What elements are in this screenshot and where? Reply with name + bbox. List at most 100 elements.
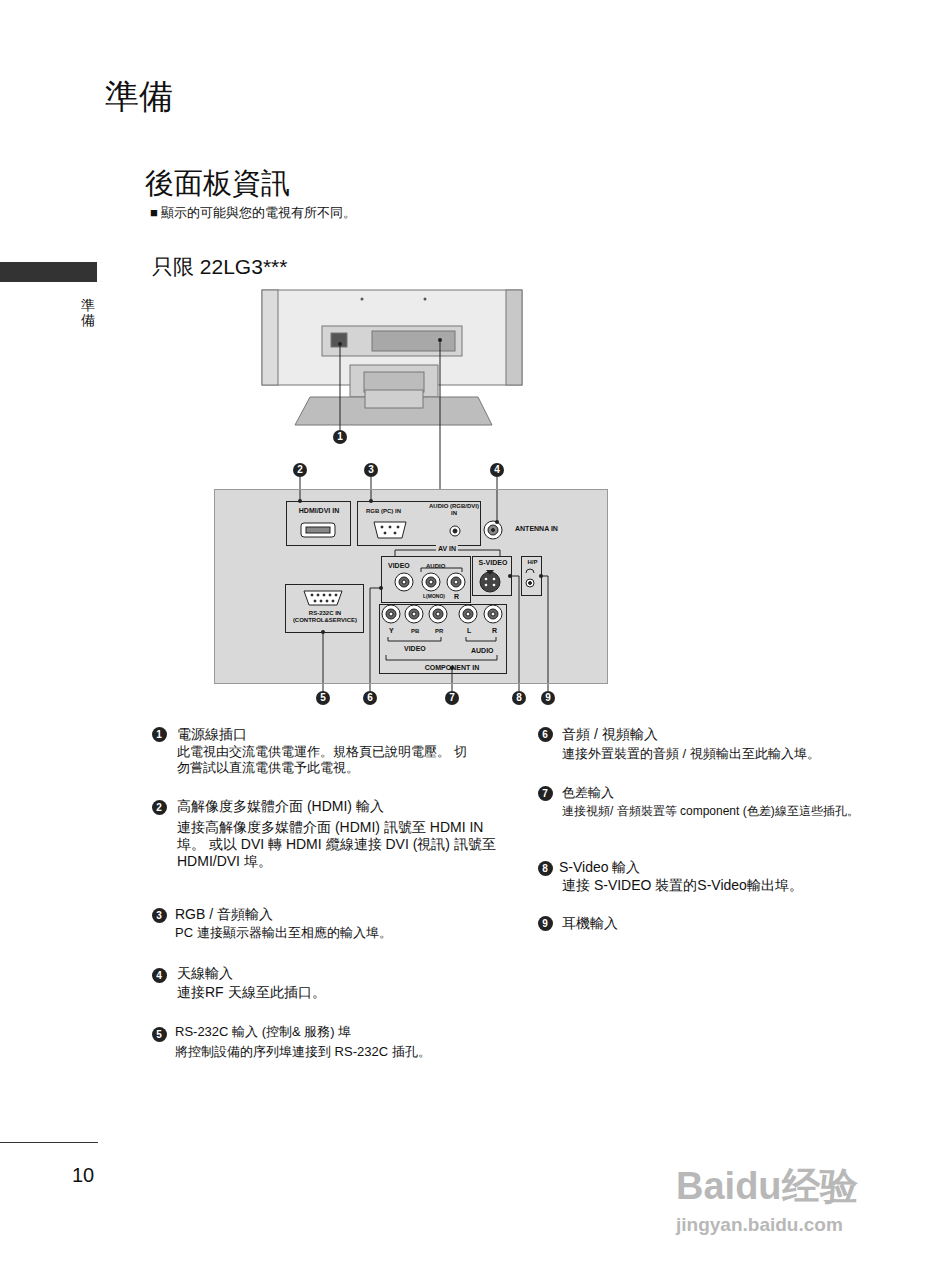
- callout-number: 6: [538, 727, 553, 742]
- leader-lines-part: [541, 576, 548, 691]
- jacks-part: [389, 526, 391, 528]
- jacks-part: [493, 584, 496, 587]
- jacks-part: [399, 577, 409, 587]
- port-label: RS-232C IN (CONTROL&SERVICE): [288, 610, 362, 623]
- jacks-part: [454, 580, 458, 584]
- text-label: 音頻 / 視頻輸入: [562, 726, 658, 743]
- port-label: AUDIO (RGB/DVI) IN: [429, 503, 479, 516]
- text-label: 耳機輸入: [562, 915, 618, 932]
- jacks-part: [405, 605, 423, 623]
- jacks-part: [526, 569, 534, 573]
- jacks-part: [326, 600, 328, 602]
- jacks-part: [450, 526, 460, 536]
- callout-number: 9: [538, 916, 553, 931]
- port-label: S-VIDEO: [479, 559, 508, 567]
- callout-number: 1: [333, 430, 347, 444]
- tv-back-part: [364, 372, 424, 392]
- port-label: PR: [435, 628, 443, 635]
- jacks-part: [488, 609, 498, 619]
- callout-number: 3: [364, 463, 378, 477]
- leader-lines-part: [340, 346, 341, 430]
- jacks-part: [429, 580, 433, 584]
- tv-back-part: [365, 390, 423, 408]
- jacks-part: [485, 584, 488, 587]
- leader-dots-part: [438, 338, 442, 342]
- jacks-part: [395, 573, 413, 591]
- description-body: 連接 S-VIDEO 裝置的S-Video輸出埠。: [562, 877, 892, 894]
- text-label: ■ 顯示的可能與您的電視有所不同。: [150, 205, 356, 221]
- jacks-part: [459, 605, 477, 623]
- description-body: 連接外置裝置的音頻 / 視頻輸出至此輸入埠。: [562, 746, 892, 762]
- jacks-part: [317, 594, 319, 596]
- brackets-part: [386, 655, 497, 660]
- jacks-part: [314, 600, 316, 602]
- port-label: L: [467, 627, 471, 635]
- brackets-part: [466, 637, 496, 641]
- port-label: PB: [411, 628, 419, 635]
- callout-number: 2: [293, 463, 307, 477]
- callout-number: 7: [445, 691, 459, 705]
- jacks-part: [329, 594, 331, 596]
- tv-back-part: [372, 331, 455, 351]
- port-label: VIDEO: [404, 645, 426, 653]
- page-decoration-part: [0, 262, 97, 282]
- jacks-part: [409, 609, 419, 619]
- jacks-part: [332, 600, 334, 602]
- text-label: S-Video 輸入: [559, 859, 640, 876]
- jacks-part: [491, 612, 495, 616]
- port-label: R: [454, 593, 459, 601]
- callout-number: 5: [152, 1027, 167, 1042]
- callout-number: 7: [538, 786, 553, 801]
- port-label: H/P: [527, 559, 537, 566]
- jacks-part: [492, 529, 495, 532]
- connector-panel-part: [214, 489, 608, 684]
- jacks-part: [301, 523, 335, 537]
- text-label: 10: [72, 1163, 94, 1187]
- jacks-part: [384, 532, 386, 534]
- jacks-part: [466, 612, 470, 616]
- callout-number: 5: [316, 691, 330, 705]
- group-label: AV IN: [436, 545, 458, 553]
- port-label: AUDIO: [426, 563, 445, 570]
- text-label: 只限 22LG3***: [152, 254, 287, 279]
- leader-lines: [300, 341, 548, 691]
- jacks-part: [433, 609, 443, 619]
- port-label: AUDIO: [471, 647, 494, 655]
- jacks-part: [493, 578, 496, 581]
- tv-back-part: [331, 333, 347, 347]
- jacks-part: [323, 594, 325, 596]
- jacks-part: [451, 577, 461, 587]
- jacks-part: [486, 570, 494, 575]
- leader-lines-part: [323, 632, 324, 691]
- watermark: Baidu经验: [676, 1164, 858, 1210]
- description-body: 將控制設備的序列埠連接到 RS-232C 插孔。: [175, 1044, 495, 1060]
- text-label: RGB / 音頻輸入: [175, 906, 273, 923]
- text-label: 電源線插口: [177, 726, 247, 743]
- leader-lines-part: [440, 341, 441, 489]
- page-decoration: [0, 262, 98, 1143]
- jacks-part: [402, 580, 406, 584]
- page-decoration-part: [0, 1142, 98, 1143]
- leader-dots-part: [495, 520, 499, 524]
- connector-group-box: HDMI/DVI IN: [286, 501, 351, 546]
- connector-group-box: H/P: [521, 556, 542, 596]
- section-heading: 後面板資訊: [145, 166, 290, 201]
- tv-back-part: [322, 326, 462, 356]
- watermark: jingyan.baidu.com: [676, 1214, 843, 1237]
- leader-lines-part: [452, 668, 453, 691]
- tv-back-part: [361, 298, 364, 301]
- port-label: COMPONENT IN: [425, 664, 479, 672]
- jacks-part: [484, 605, 502, 623]
- jacks-part: [447, 573, 465, 591]
- port-label: L(MONO): [423, 594, 445, 600]
- jacks-part: [526, 579, 534, 587]
- jacks-part: [382, 605, 400, 623]
- tv-back-part: [424, 298, 427, 301]
- connector-group-box: S-VIDEO: [472, 556, 512, 596]
- jacks-part: [422, 573, 440, 591]
- tv-back: [262, 290, 522, 425]
- port-label: HDMI/DVI IN: [299, 507, 339, 515]
- brackets-part: [388, 637, 441, 641]
